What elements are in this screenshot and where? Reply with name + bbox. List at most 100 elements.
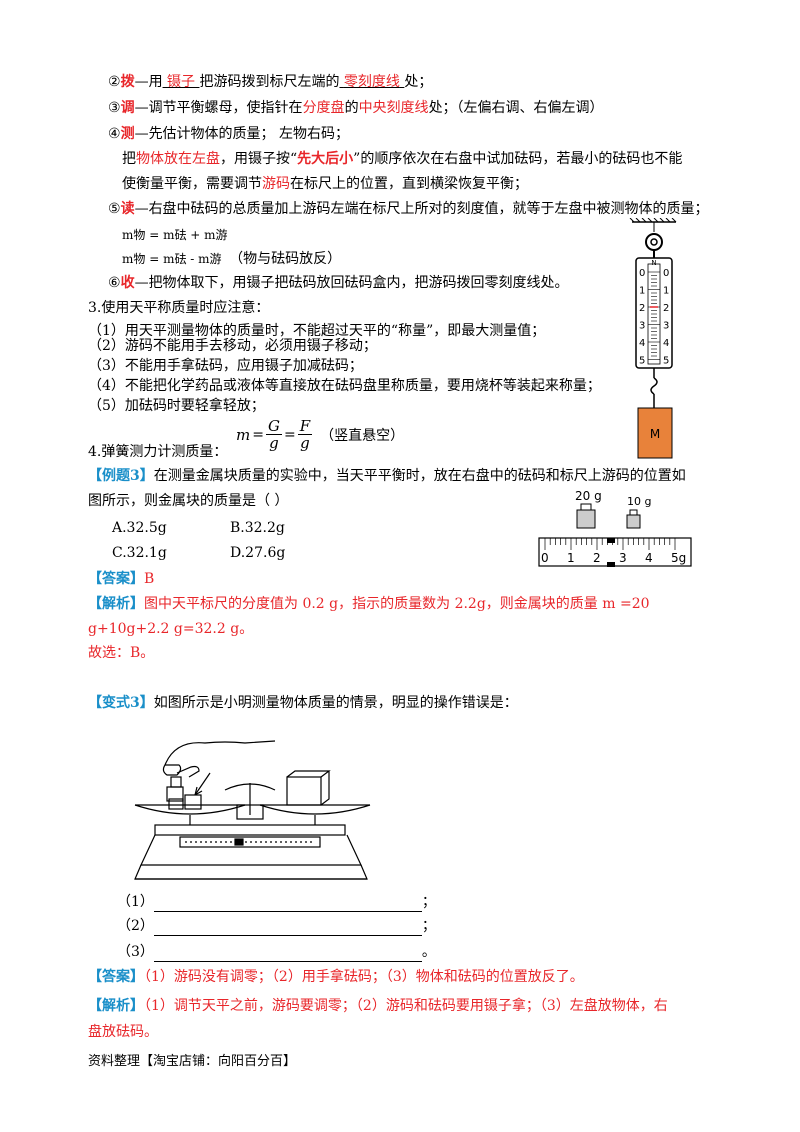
example-3-conclusion: 故选：B。 (88, 645, 155, 661)
fill-text: 零刻度线 (343, 74, 400, 90)
step-4: ④测—先估计物体的质量； 左物右码； (108, 124, 349, 144)
step-2: ②拨—用 镊子 把游码拨到标尺左端的 零刻度线 处； (108, 72, 432, 92)
spring-tick-label-left: 0 (639, 268, 645, 279)
weight-10g-label: 10 g (627, 495, 651, 508)
blank-end: ； (421, 894, 436, 910)
step-text: 使衡量平衡，需要调节 (122, 176, 262, 192)
fill-text: 镊子 (167, 74, 196, 90)
variant-3-explanation: 【解析】（1）调节天平之前，游码要调零；（2）游码和砝码要用镊子拿；（3）左盘放… (88, 996, 668, 1016)
highlight-text: 物体放在左盘 (136, 151, 220, 167)
step-mark: ② (108, 74, 121, 90)
section-3-title: 3.使用天平称质量时应注意： (88, 300, 270, 316)
ruler-tick-label: 1 (567, 551, 575, 565)
option-a: A.32.5g (112, 520, 167, 536)
explanation-tag: 【解析】 (88, 998, 144, 1014)
formula-symbol: = (283, 426, 296, 443)
rider-top (607, 538, 615, 543)
highlight-text: 中央刻度线 (358, 100, 429, 116)
step-4-line-3: 使衡量平衡，需要调节游码在标尺上的位置，直到横梁恢复平衡； (122, 174, 528, 194)
answer-tag: 【答案】 (88, 571, 144, 587)
option-c: C.32.1g (112, 545, 167, 561)
step-text: 处； (404, 74, 433, 90)
step-text: —调节平衡螺母，使指针在 (134, 100, 303, 116)
balance-illustration (134, 740, 371, 880)
formula-text: m物 = m砝 - m游 (122, 252, 222, 266)
numerator: F (297, 417, 313, 435)
option-d: D.27.6g (230, 545, 286, 561)
note-item-1: （1）用天平测量物体的质量时，不能超过天平的“称量”，即最大测量值； (88, 323, 546, 339)
explanation-text: （1）调节天平之前，游码要调零；（2）游码和砝码要用镊子拿；（3）左盘放物体，右 (144, 998, 668, 1014)
step-mark: ③ (108, 100, 121, 116)
formula-symbol: = (252, 426, 264, 443)
section-4-title: 4.弹簧测力计测质量： (88, 444, 228, 460)
step-text: 把 (122, 151, 136, 167)
spring-tick-label-left: 2 (639, 303, 645, 314)
blank-line-3: （3）。 (117, 942, 436, 962)
spring-tick-label-left: 1 (639, 286, 645, 297)
blank-end: ； (421, 918, 436, 934)
spring-tick-label-left: 3 (639, 321, 645, 332)
formula-symbol: m (236, 425, 251, 444)
step-mark: ⑥ (108, 275, 121, 291)
blank-line-1: （1） ； (117, 892, 436, 912)
step-text: —先估计物体的质量； 左物右码； (134, 126, 350, 142)
question-text: 在测量金属块质量的实验中，当天平平衡时，放在右盘中的砝码和标尺上游码的位置如 (153, 468, 686, 484)
spring-tick-label-right: 5 (663, 356, 669, 367)
blank-line-2: （2）； (117, 916, 436, 936)
numerator: G (265, 417, 282, 435)
formula-1: m物 = m砝 + m游 (122, 228, 228, 242)
explanation-text: 图中天平标尺的分度值为 0.2 g，指示的质量数为 2.2g，则金属块的质量 m… (144, 596, 650, 612)
blank-end: 。 (421, 944, 436, 960)
highlight-text: 先大后小 (297, 151, 354, 167)
step-6: ⑥收—把物体取下，用镊子把砝码放回砝码盒内，把游码拨回零刻度线处。 (108, 273, 569, 293)
step-text: ，用镊子按“ (220, 151, 298, 167)
answer-text: B (144, 571, 155, 587)
formula-note: （竖直悬空） (320, 427, 405, 444)
mass-label: M (650, 427, 660, 441)
spring-tick-label-right: 0 (663, 268, 669, 279)
answer-blank-3[interactable] (153, 947, 422, 962)
variant-3-answer: 【答案】（1）游码没有调零；（2）用手拿砝码；（3）物体和砝码的位置放反了。 (88, 967, 584, 987)
variant-3-explanation-2: 盘放砝码。 (88, 1024, 158, 1040)
ruler-tick-label: 0 (541, 551, 549, 565)
note-item-4: （4）不能把化学药品或液体等直接放在砝码盘里称质量，要用烧杯等装起来称量； (88, 378, 601, 394)
example-3-answer: 【答案】B (88, 569, 154, 589)
step-mark: ⑤ (108, 201, 121, 217)
answer-blank-2[interactable] (153, 921, 422, 936)
step-3: ③调—调节平衡螺母，使指针在分度盘的中央刻度线处；（左偏右调、右偏左调） (108, 98, 604, 118)
denominator: g (300, 434, 310, 452)
note-item-3: （3）不能用手拿砝码，应用镊子加减砝码； (88, 358, 363, 374)
step-text: 在标尺上的位置，直到横梁恢复平衡； (290, 176, 528, 192)
step-text: 处；（左偏右调、右偏左调） (428, 100, 604, 116)
spring-tick-label-right: 1 (663, 286, 669, 297)
spring-tick-label-right: 3 (663, 321, 669, 332)
rider-bottom (607, 562, 615, 567)
ruler-tick-label: 4 (645, 551, 653, 565)
answer-text: （1）游码没有调零；（2）用手拿砝码；（3）物体和砝码的位置放反了。 (144, 969, 584, 985)
step-text: —把物体取下，用镊子把砝码放回砝码盒内，把游码拨回零刻度线处。 (134, 275, 569, 291)
variant-3-question: 【变式3】如图所示是小明测量物体质量的情景，明显的操作错误是： (88, 693, 518, 713)
answer-blank-1[interactable] (153, 897, 422, 912)
formula-2: m物 = m砝 - m游 （物与砝码放反） (122, 249, 341, 269)
step-verb: 测 (120, 126, 135, 142)
scale-unit-label: N (651, 259, 656, 267)
weight-20g-label: 20 g (575, 489, 602, 503)
answer-tag: 【答案】 (88, 969, 144, 985)
step-text: —用 (134, 74, 163, 90)
weight-20g (576, 503, 596, 529)
fill-blank-1: 镊子 (163, 74, 200, 90)
fill-blank-2: 零刻度线 (339, 74, 404, 90)
highlight-text: 游码 (262, 176, 290, 192)
spring-tick-label-left: 5 (639, 356, 645, 367)
spring-tick-label-right: 4 (663, 338, 669, 349)
spring-tick-label-right: 2 (663, 303, 669, 314)
example-3-explanation: 【解析】图中天平标尺的分度值为 0.2 g，指示的质量数为 2.2g，则金属块的… (88, 594, 650, 614)
blank-number: （1） (117, 894, 154, 910)
option-b: B.32.2g (230, 520, 285, 536)
hand-outline (164, 740, 276, 766)
step-text: 把游码拨到标尺左端的 (199, 74, 340, 90)
